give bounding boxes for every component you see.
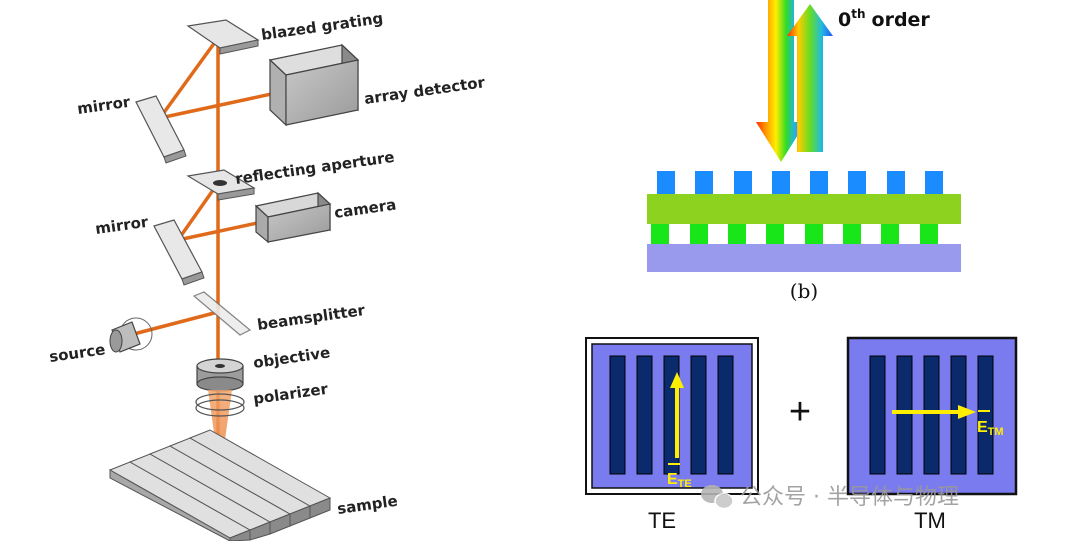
- label-polarizer: polarizer: [252, 380, 330, 408]
- te-field-label: ETE: [667, 471, 692, 490]
- green-pillars: [651, 224, 938, 244]
- beamsplitter-icon: [192, 291, 252, 336]
- plus-sign: +: [789, 391, 811, 433]
- label-beamsplitter: beamsplitter: [256, 301, 367, 334]
- optical-setup: blazed grating array detector mirror ref…: [48, 9, 487, 541]
- source-icon: [109, 317, 153, 353]
- caption-b: (b): [790, 279, 818, 303]
- camera-icon: [254, 191, 332, 244]
- substrate-layer: [647, 244, 961, 272]
- label-blazed-grating: blazed grating: [260, 9, 384, 44]
- label-source: source: [48, 340, 106, 366]
- incident-arrow-icon: [756, 0, 806, 162]
- tm-caption: TM: [914, 508, 946, 533]
- label-mirror-top: mirror: [76, 93, 132, 118]
- watermark-text: 公众号 · 半导体与物理: [740, 485, 959, 510]
- objective-icon: [196, 358, 244, 392]
- sample-grating-icon: [108, 429, 332, 541]
- label-sample: sample: [336, 492, 399, 518]
- mirror-top-icon: [135, 95, 185, 158]
- tm-panel: ETM TM: [846, 336, 1018, 533]
- focus-cone: [208, 390, 232, 475]
- te-caption: TE: [648, 508, 676, 533]
- top-grating: [657, 171, 943, 194]
- te-panel: ETE TE: [585, 337, 759, 533]
- label-objective: objective: [252, 343, 331, 372]
- label-mirror-mid: mirror: [94, 213, 150, 238]
- mirror-mid-icon: [153, 219, 203, 280]
- label-camera: camera: [333, 195, 397, 222]
- te-field-arrow-icon: [670, 372, 684, 458]
- polarizer-icon: [195, 393, 245, 417]
- zeroth-order-arrow-icon: [787, 4, 833, 152]
- tm-field-label: ETM: [977, 419, 1004, 438]
- array-detector-icon: [268, 43, 360, 127]
- watermark: 公众号 · 半导体与物理: [701, 485, 959, 510]
- green-layer: [647, 194, 961, 224]
- reflecting-aperture-icon: [186, 169, 256, 201]
- tm-field-arrow-icon: [892, 405, 976, 419]
- label-array-detector: array detector: [363, 73, 487, 108]
- label-reflecting-aperture: reflecting aperture: [234, 148, 396, 188]
- wechat-icon: [701, 485, 734, 510]
